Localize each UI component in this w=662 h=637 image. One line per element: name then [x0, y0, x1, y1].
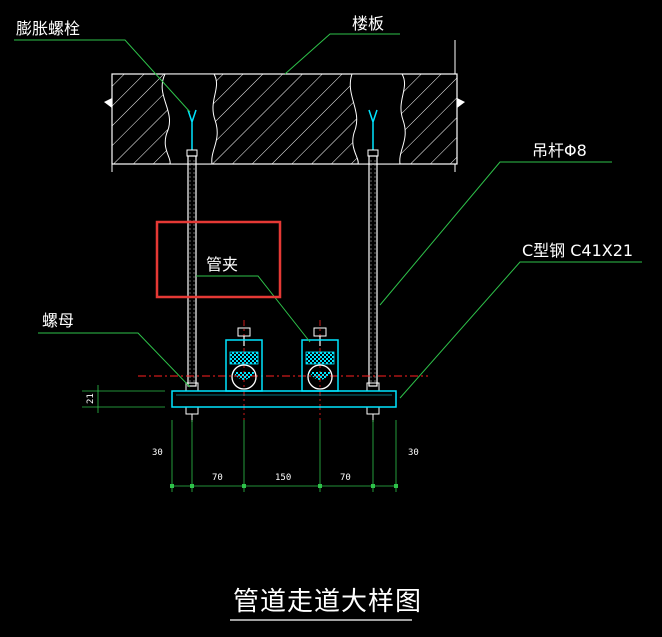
clamp-frame-right	[301, 339, 339, 392]
clamp-pad-right	[305, 351, 335, 365]
pipe-clamp-right	[301, 327, 339, 392]
leader-hanger-rod	[379, 161, 612, 306]
nut-lower-right	[366, 406, 380, 415]
anchor-cavity-right	[349, 73, 406, 165]
hanger-rod-right	[368, 155, 378, 387]
dim-left-offset: 30	[152, 448, 163, 458]
label-hanger-rod: 吊杆Φ8	[532, 141, 587, 160]
drawing-title: 管道走道大样图	[233, 587, 422, 617]
hanger-rods	[185, 155, 380, 422]
label-c-steel: C型钢 C41X21	[522, 241, 633, 260]
leader-nut	[38, 332, 191, 388]
label-expansion-bolt: 膨胀螺栓	[16, 19, 80, 38]
dimension-lines	[82, 385, 397, 492]
leader-c-steel	[399, 261, 642, 399]
dimension-ticks	[170, 484, 398, 488]
leader-floor-slab	[284, 33, 400, 75]
label-pipe-clamp: 管夹	[206, 255, 238, 274]
break-mark-left	[104, 98, 112, 108]
clamp-pad-left	[229, 351, 259, 365]
expansion-bolts	[186, 109, 379, 157]
pipe-right	[307, 364, 333, 390]
label-floor-slab: 楼板	[352, 14, 384, 33]
hanger-rod-left	[187, 155, 197, 387]
nut-lower-left	[185, 406, 199, 415]
break-mark-right	[457, 98, 465, 108]
dim-span-middle: 150	[275, 473, 291, 483]
leader-lines	[14, 33, 642, 399]
expansion-bolt-right	[368, 109, 378, 150]
leader-pipe-clamp	[196, 275, 311, 343]
floor-slab	[104, 40, 465, 172]
highlight-box	[155, 220, 282, 299]
pipe-left	[231, 364, 257, 390]
dim-right-offset: 30	[408, 448, 419, 458]
clamp-frame-left	[225, 339, 263, 392]
c-channel	[171, 390, 397, 408]
label-nut: 螺母	[42, 311, 74, 330]
pipe-clamp-left	[225, 327, 263, 392]
leader-expansion-bolt	[14, 39, 191, 113]
dim-channel-height: 21	[86, 393, 96, 404]
dim-span-right: 70	[340, 473, 351, 483]
expansion-bolt-left	[187, 109, 197, 150]
dim-span-left: 70	[212, 473, 223, 483]
